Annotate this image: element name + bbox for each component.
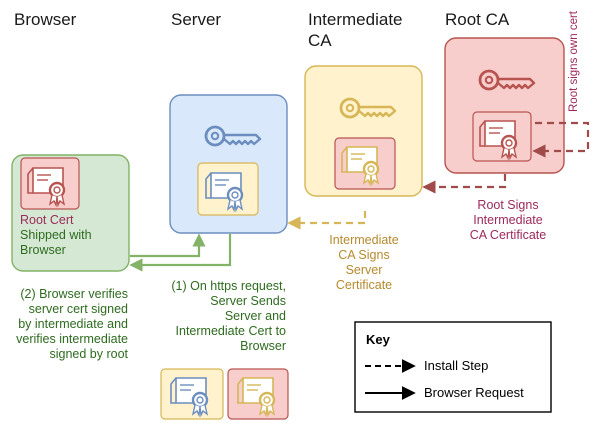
root-self-sign-label: Root signs own cert [568, 11, 580, 112]
browser-header: Browser [14, 10, 77, 29]
legend-title: Key [366, 332, 390, 347]
server-sends-line2: Server Sends [210, 294, 286, 308]
intermediate-signs-line3: Server [345, 263, 383, 277]
intermediate-header-line2: CA [308, 31, 332, 50]
browser-verifies-line5: signed by root [49, 347, 128, 361]
server-sends-label: (1) On https request, Server Sends Serve… [150, 279, 286, 354]
legend-install-label: Install Step [424, 358, 489, 373]
browser-verifies-line1: (2) Browser verifies [20, 287, 128, 301]
browser-verifies-label: (2) Browser verifies server cert signed … [4, 287, 128, 362]
browser-box-text: Root Cert Shipped with Browser [20, 213, 92, 258]
legend-box [354, 321, 552, 413]
browser-request-arrow [130, 233, 206, 258]
server-sends-line5: Browser [240, 339, 286, 353]
intermediate-signs-server-arrow [287, 211, 367, 230]
server-response-arrow [129, 234, 232, 272]
browser-verifies-line4: verifies intermediate [16, 332, 128, 346]
intermediate-signs-label: Intermediate CA Signs Server Certificate [318, 233, 410, 293]
browser-box-line3: Browser [20, 243, 66, 257]
root-signs-line3: CA Certificate [469, 228, 547, 242]
browser-box-line1: Root Cert [20, 213, 74, 227]
root-signs-line2: Intermediate [473, 213, 543, 227]
root-signs-label: Root Signs Intermediate CA Certificate [456, 198, 560, 243]
browser-box-line2: Shipped with [20, 228, 92, 242]
root-signs-intermediate-arrow [422, 174, 507, 194]
legend-request-label: Browser Request [424, 385, 524, 400]
root-header: Root CA [445, 10, 510, 29]
server-sends-line3: Server and [224, 309, 286, 323]
server-sends-line1: (1) On https request, [171, 279, 286, 293]
intermediate-signs-line4: Certificate [335, 278, 393, 292]
browser-verifies-line3: by intermediate and [18, 317, 128, 331]
server-sends-line4: Intermediate Cert to [175, 324, 286, 338]
intermediate-signs-line2: CA Signs [338, 248, 390, 262]
root-self-sign-arrow [532, 121, 590, 158]
browser-verifies-line2: server cert signed [28, 302, 128, 316]
intermediate-header-line1: Intermediate [308, 10, 403, 29]
intermediate-signs-line1: Intermediate [329, 233, 399, 247]
root-signs-line1: Root Signs [477, 198, 539, 212]
server-header: Server [171, 10, 222, 29]
